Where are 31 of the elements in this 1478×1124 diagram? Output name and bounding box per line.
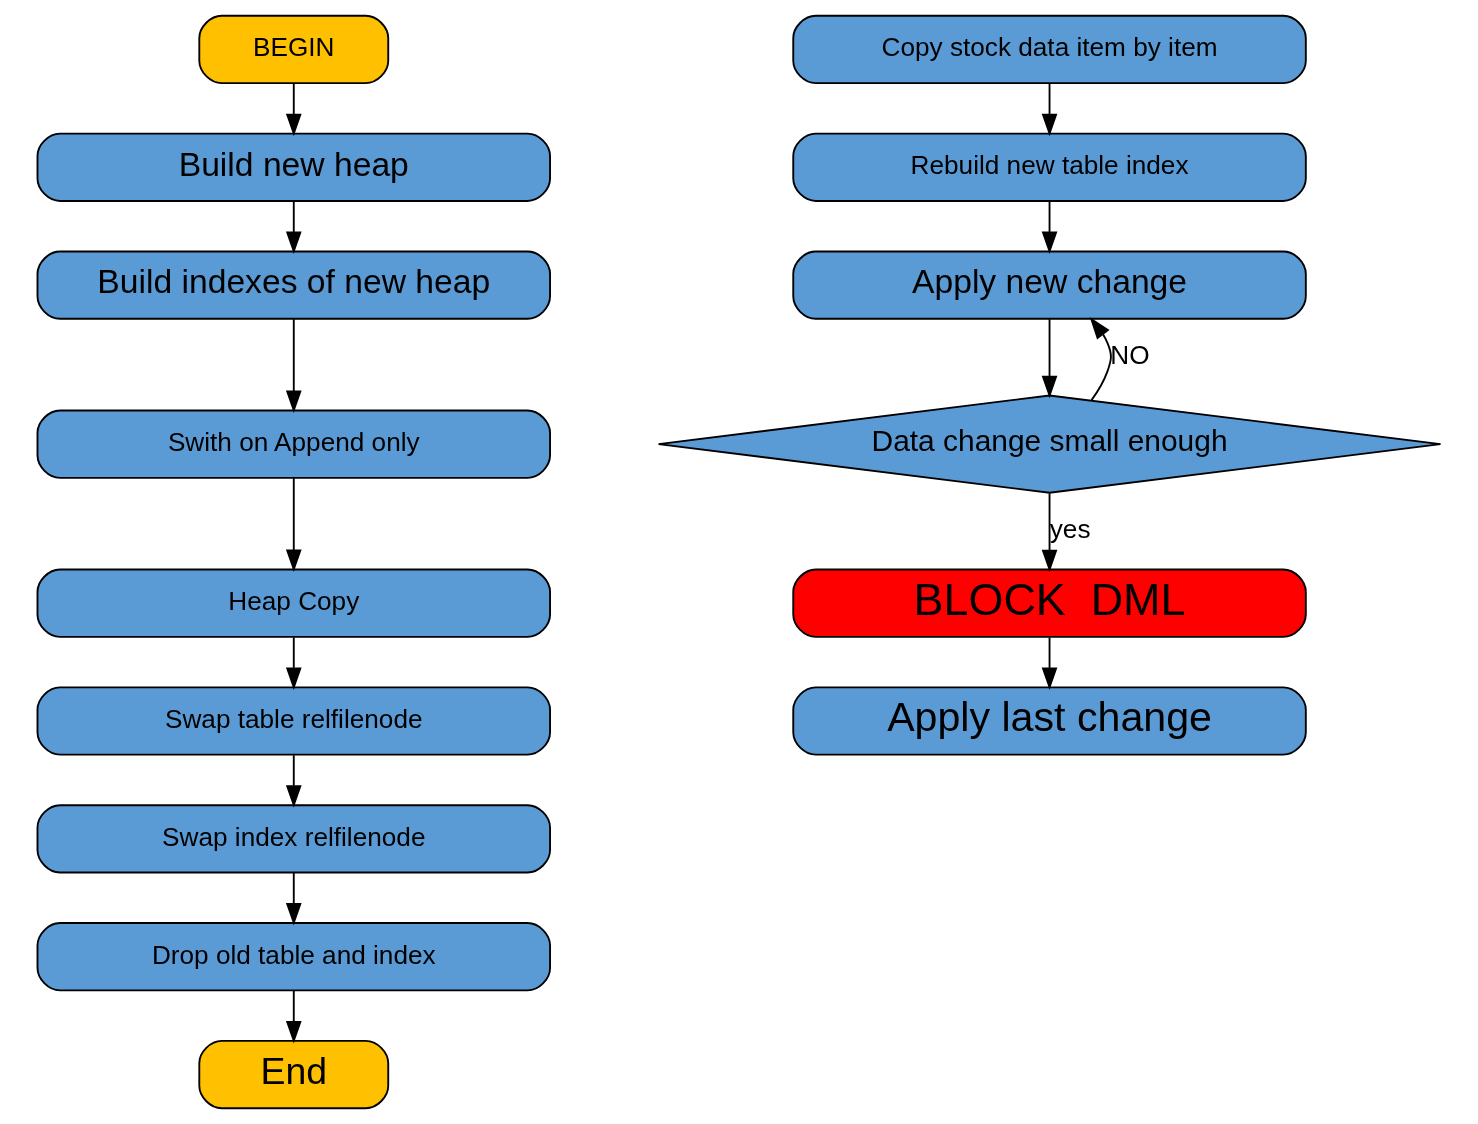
arrow [1041,636,1058,690]
arrow [285,200,302,254]
node-box: End [198,1039,390,1110]
edge-label: yes [1049,514,1091,545]
arrow [1089,316,1112,401]
arrow [285,990,302,1044]
edge-label: NO [1110,340,1150,371]
arrow [285,477,302,572]
arrow [1041,200,1058,254]
node-box: Swap table relfilenode [36,686,551,756]
node-box: Apply last change [792,686,1307,756]
arrow [1041,82,1058,137]
arrow [285,318,302,413]
arrow [285,636,302,690]
node-box: Rebuild new table index [792,132,1307,202]
node-box: BEGIN [198,14,390,85]
node-box: Build indexes of new heap [36,250,551,320]
arrow [285,82,302,137]
node-box: BLOCK DML [792,568,1307,638]
node-box: Build new heap [36,132,551,202]
arrow [1041,492,1058,573]
node-box: Copy stock data item by item [792,14,1307,85]
node-box: Heap Copy [36,568,551,638]
node-diamond: Data change small enough [657,394,1442,494]
node-box: Swith on Append only [36,409,551,479]
node-box: Drop old table and index [36,922,551,992]
arrow [285,872,302,926]
arrow [285,754,302,808]
node-box: Apply new change [792,250,1307,320]
node-box: Swap index relfilenode [36,804,551,874]
arrow [1041,318,1058,399]
